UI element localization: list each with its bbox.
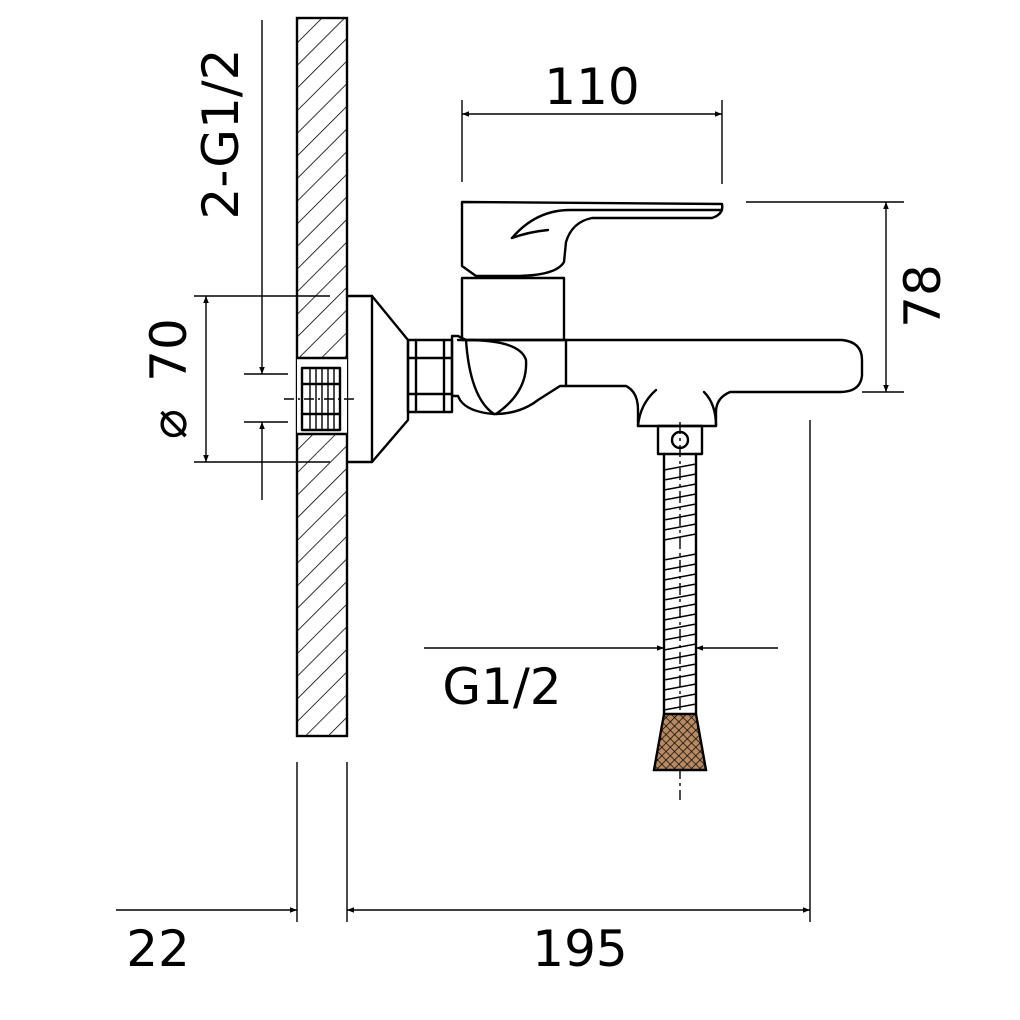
- cartridge-housing: [460, 276, 566, 342]
- dim-wall-thickness: 22: [126, 920, 190, 978]
- wall-inlet-thread: [284, 366, 356, 432]
- connector-nut: [406, 338, 454, 414]
- dim-height: 78: [894, 264, 952, 328]
- dim-projection: 195: [532, 920, 627, 978]
- hose: [652, 422, 708, 800]
- lever-handle: [460, 200, 724, 278]
- mixer-body: [450, 334, 864, 428]
- dim-top-width: 110: [544, 58, 639, 116]
- dim-flange-diameter-symbol: ⌀: [140, 409, 198, 439]
- dim-flange-diameter: 70: [140, 318, 198, 382]
- dimension-lines: [116, 20, 889, 913]
- flange: [345, 294, 410, 464]
- dim-hose-thread: G1/2: [442, 658, 561, 716]
- dim-wall-thread: 2-G1/2: [192, 49, 250, 220]
